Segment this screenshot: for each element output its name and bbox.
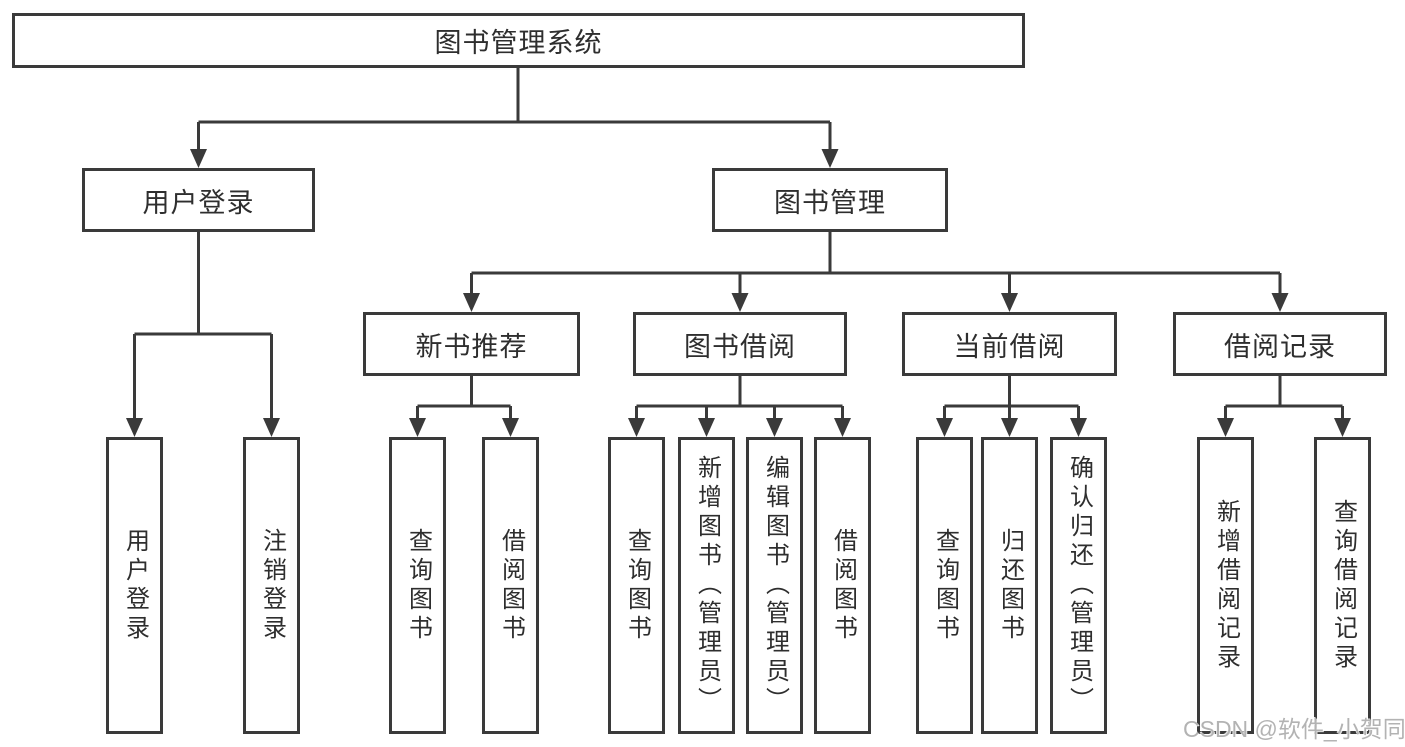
leaf-label: 查询图书 — [623, 527, 651, 644]
leaf-confirm-return-admin: 确认归还（管理员） — [1050, 437, 1107, 734]
node-label: 新书推荐 — [415, 331, 528, 362]
leaf-edit-book-admin: 编辑图书（管理员） — [746, 437, 803, 734]
node-book-borrowing: 图书借阅 — [633, 312, 847, 376]
leaf-label: 用户登录 — [121, 527, 149, 644]
node-user-login: 用户登录 — [82, 168, 315, 232]
root-node-library-system: 图书管理系统 — [12, 13, 1025, 68]
leaf-label: 归还图书 — [996, 527, 1024, 644]
tree-edges — [133, 68, 1344, 420]
csdn-watermark: CSDN @软件_小贺同学 — [1183, 716, 1405, 742]
leaf-add-book-admin: 新增图书（管理员） — [678, 437, 735, 734]
node-label: 图书借阅 — [684, 331, 796, 362]
leaf-borrow-books-recommend: 借阅图书 — [482, 437, 539, 734]
node-label: 当前借阅 — [953, 331, 1066, 362]
node-borrowing-records: 借阅记录 — [1173, 312, 1387, 376]
leaf-query-books-recommend: 查询图书 — [389, 437, 446, 734]
leaf-query-books-borrowing: 查询图书 — [608, 437, 665, 734]
leaf-label: 新增借阅记录 — [1212, 498, 1240, 673]
leaf-label: 查询图书 — [931, 527, 959, 644]
leaf-label: 确认归还（管理员） — [1065, 455, 1093, 716]
node-current-borrowing: 当前借阅 — [902, 312, 1117, 376]
node-new-book-recommend: 新书推荐 — [363, 312, 580, 376]
arrowheads — [126, 149, 1351, 437]
node-label: 借阅记录 — [1224, 331, 1336, 362]
leaf-label: 查询图书 — [404, 527, 432, 644]
leaf-return-book: 归还图书 — [981, 437, 1038, 734]
leaf-borrow-books-borrowing: 借阅图书 — [814, 437, 871, 734]
leaf-query-books-current: 查询图书 — [916, 437, 973, 734]
leaf-label: 注销登录 — [258, 527, 286, 644]
leaf-label: 新增图书（管理员） — [693, 455, 721, 716]
leaf-label: 编辑图书（管理员） — [761, 455, 789, 716]
leaf-add-borrow-record: 新增借阅记录 — [1197, 437, 1254, 734]
leaf-label: 借阅图书 — [829, 527, 857, 644]
node-label: 图书管理 — [774, 187, 886, 218]
leaf-label: 借阅图书 — [497, 527, 525, 644]
leaf-label: 查询借阅记录 — [1329, 498, 1357, 673]
node-label: 用户登录 — [142, 187, 255, 218]
root-node-label: 图书管理系统 — [434, 28, 603, 58]
leaf-query-borrow-record: 查询借阅记录 — [1314, 437, 1371, 734]
leaf-logout: 注销登录 — [243, 437, 300, 734]
leaf-user-login: 用户登录 — [106, 437, 163, 734]
node-book-management: 图书管理 — [712, 168, 948, 232]
